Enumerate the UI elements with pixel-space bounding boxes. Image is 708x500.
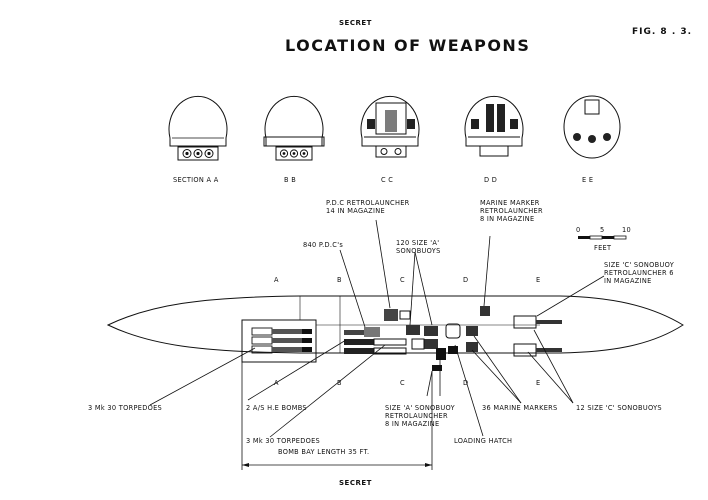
bombs-torpedoes-b (344, 327, 407, 355)
station-b-top: B (337, 276, 342, 284)
callout-pdc-retrolauncher: P.D.C RETROLAUNCHER 14 IN MAGAZINE (326, 199, 410, 216)
torpedoes-a (251, 327, 312, 354)
section-bb-drawing (263, 95, 325, 161)
station-d-top: D (463, 276, 469, 284)
callout-size-c-sonobuoy-retrolauncher: SIZE 'C' SONOBUOY RETROLAUNCHER 6 IN MAG… (604, 261, 675, 286)
callout-mk30-torpedoes-a: 3 Mk 30 TORPEDOES (88, 404, 163, 412)
station-d-bottom: D (463, 379, 469, 387)
section-label-ee: E E (582, 176, 594, 184)
section-aa-drawing (168, 95, 228, 161)
page-title: LOCATION OF WEAPONS (285, 36, 531, 55)
station-b-bottom: B (337, 379, 342, 387)
station-a-bottom: A (274, 379, 279, 387)
classification-top: SECRET (339, 19, 372, 27)
callout-size-c-sonobuoys: 12 SIZE 'C' SONOBUOYS (576, 404, 662, 412)
section-cc-drawing (360, 95, 420, 158)
scale-tick-10: 10 (622, 226, 631, 234)
callout-size-a-sonobuoys: 120 SIZE 'A' SONOBUOYS (396, 239, 441, 256)
callout-loading-hatch: LOADING HATCH (454, 437, 513, 445)
figure-number: FIG. 8 . 3. (632, 27, 693, 37)
station-a-top: A (274, 276, 279, 284)
fuselage-outline (106, 295, 684, 363)
callout-marine-marker-retrolauncher: MARINE MARKER RETROLAUNCHER 8 IN MAGAZIN… (480, 199, 543, 224)
scale-tick-0: 0 (576, 226, 581, 234)
bomb-bay-dimension (241, 362, 433, 470)
pdc-sonobuoy-area (384, 309, 446, 371)
callout-marine-markers: 36 MARINE MARKERS (482, 404, 558, 412)
section-label-dd: D D (484, 176, 498, 184)
scale-bar (578, 235, 627, 240)
section-label-aa: SECTION A A (173, 176, 219, 184)
station-c-bottom: C (400, 379, 405, 387)
section-ee-drawing (563, 95, 621, 159)
hatch-markers-area (445, 306, 490, 354)
station-e-bottom: E (536, 379, 541, 387)
callout-mk30-torpedoes-b: 3 Mk 30 TORPEDOES (246, 437, 321, 445)
section-label-cc: C C (381, 176, 394, 184)
leader-lines (149, 219, 605, 438)
station-c-top: C (400, 276, 405, 284)
callout-size-a-sonobuoy-retrolauncher: SIZE 'A' SONOBUOY RETROLAUNCHER 8 IN MAG… (385, 404, 455, 429)
section-dd-drawing (464, 95, 524, 157)
classification-bottom: SECRET (339, 479, 372, 487)
scale-unit: FEET (594, 244, 612, 252)
bomb-bay-length-label: BOMB BAY LENGTH 35 FT. (278, 448, 370, 456)
callout-pdcs: 840 P.D.C's (303, 241, 344, 249)
scale-tick-5: 5 (600, 226, 605, 234)
station-e-top: E (536, 276, 541, 284)
sonobuoys-c (513, 315, 562, 357)
section-label-bb: B B (284, 176, 297, 184)
callout-as-he-bombs: 2 A/S H.E BOMBS (246, 404, 307, 412)
